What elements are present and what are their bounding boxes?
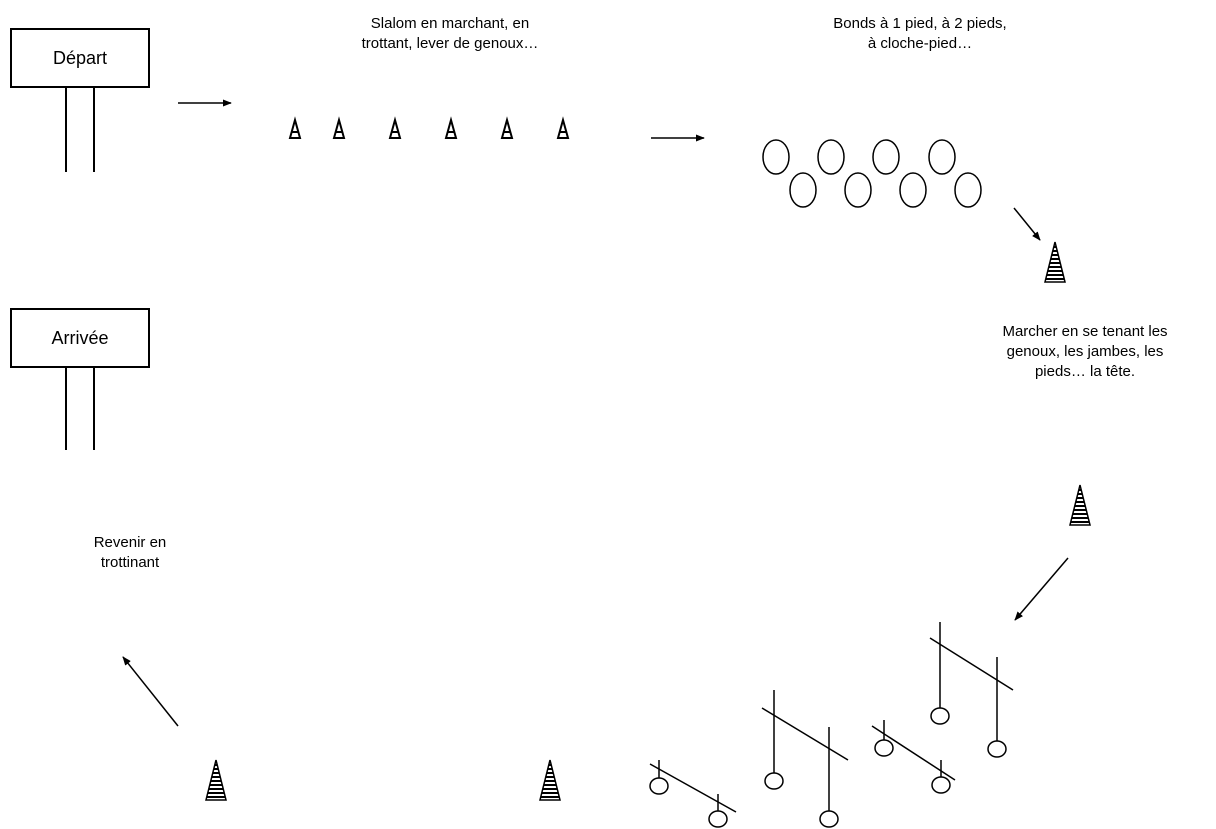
revenir-caption: Revenir en trottinant <box>93 534 167 571</box>
arrows <box>122 99 1069 727</box>
hoop-icon <box>844 172 872 208</box>
striped-cones <box>205 241 1091 801</box>
hoop-icon <box>928 139 956 175</box>
striped-cone-icon <box>1044 241 1066 283</box>
hoop-icon <box>954 172 982 208</box>
marcher-caption: Marcher en se tenant les genoux, les jam… <box>1002 323 1168 380</box>
start-sign-board <box>10 28 150 88</box>
small-cone-icon <box>556 116 570 139</box>
start-sign <box>10 28 150 172</box>
hurdle-icon <box>649 760 737 828</box>
slalom-cones <box>288 116 570 139</box>
start-sign-label: Départ <box>52 47 108 68</box>
arrow-icon <box>1014 557 1069 621</box>
hoop-icon <box>899 172 927 208</box>
hoop-icon <box>872 139 900 175</box>
slalom-caption: Slalom en marchant, en trottant, lever d… <box>361 15 539 52</box>
hoops <box>762 139 982 208</box>
small-cone-icon <box>444 116 458 139</box>
small-cone-icon <box>332 116 346 139</box>
striped-cone-icon <box>1069 484 1091 526</box>
arrow-icon <box>1013 207 1041 241</box>
arrow-icon <box>122 656 179 727</box>
striped-cone-icon <box>205 759 227 801</box>
finish-sign <box>10 308 150 450</box>
small-cone-icon <box>288 116 302 139</box>
hurdles <box>649 622 1014 828</box>
hurdle-icon <box>871 720 956 794</box>
hurdle-icon <box>929 622 1014 758</box>
striped-cone-icon <box>539 759 561 801</box>
small-cone-icon <box>388 116 402 139</box>
finish-sign-label: Arrivée <box>51 327 109 348</box>
finish-sign-board <box>10 308 150 368</box>
small-cone-icon <box>500 116 514 139</box>
hoop-icon <box>817 139 845 175</box>
hoop-icon <box>789 172 817 208</box>
bonds-caption: Bonds à 1 pied, à 2 pieds, à cloche-pied… <box>833 15 1007 52</box>
hurdle-icon <box>761 690 849 828</box>
hoop-icon <box>762 139 790 175</box>
